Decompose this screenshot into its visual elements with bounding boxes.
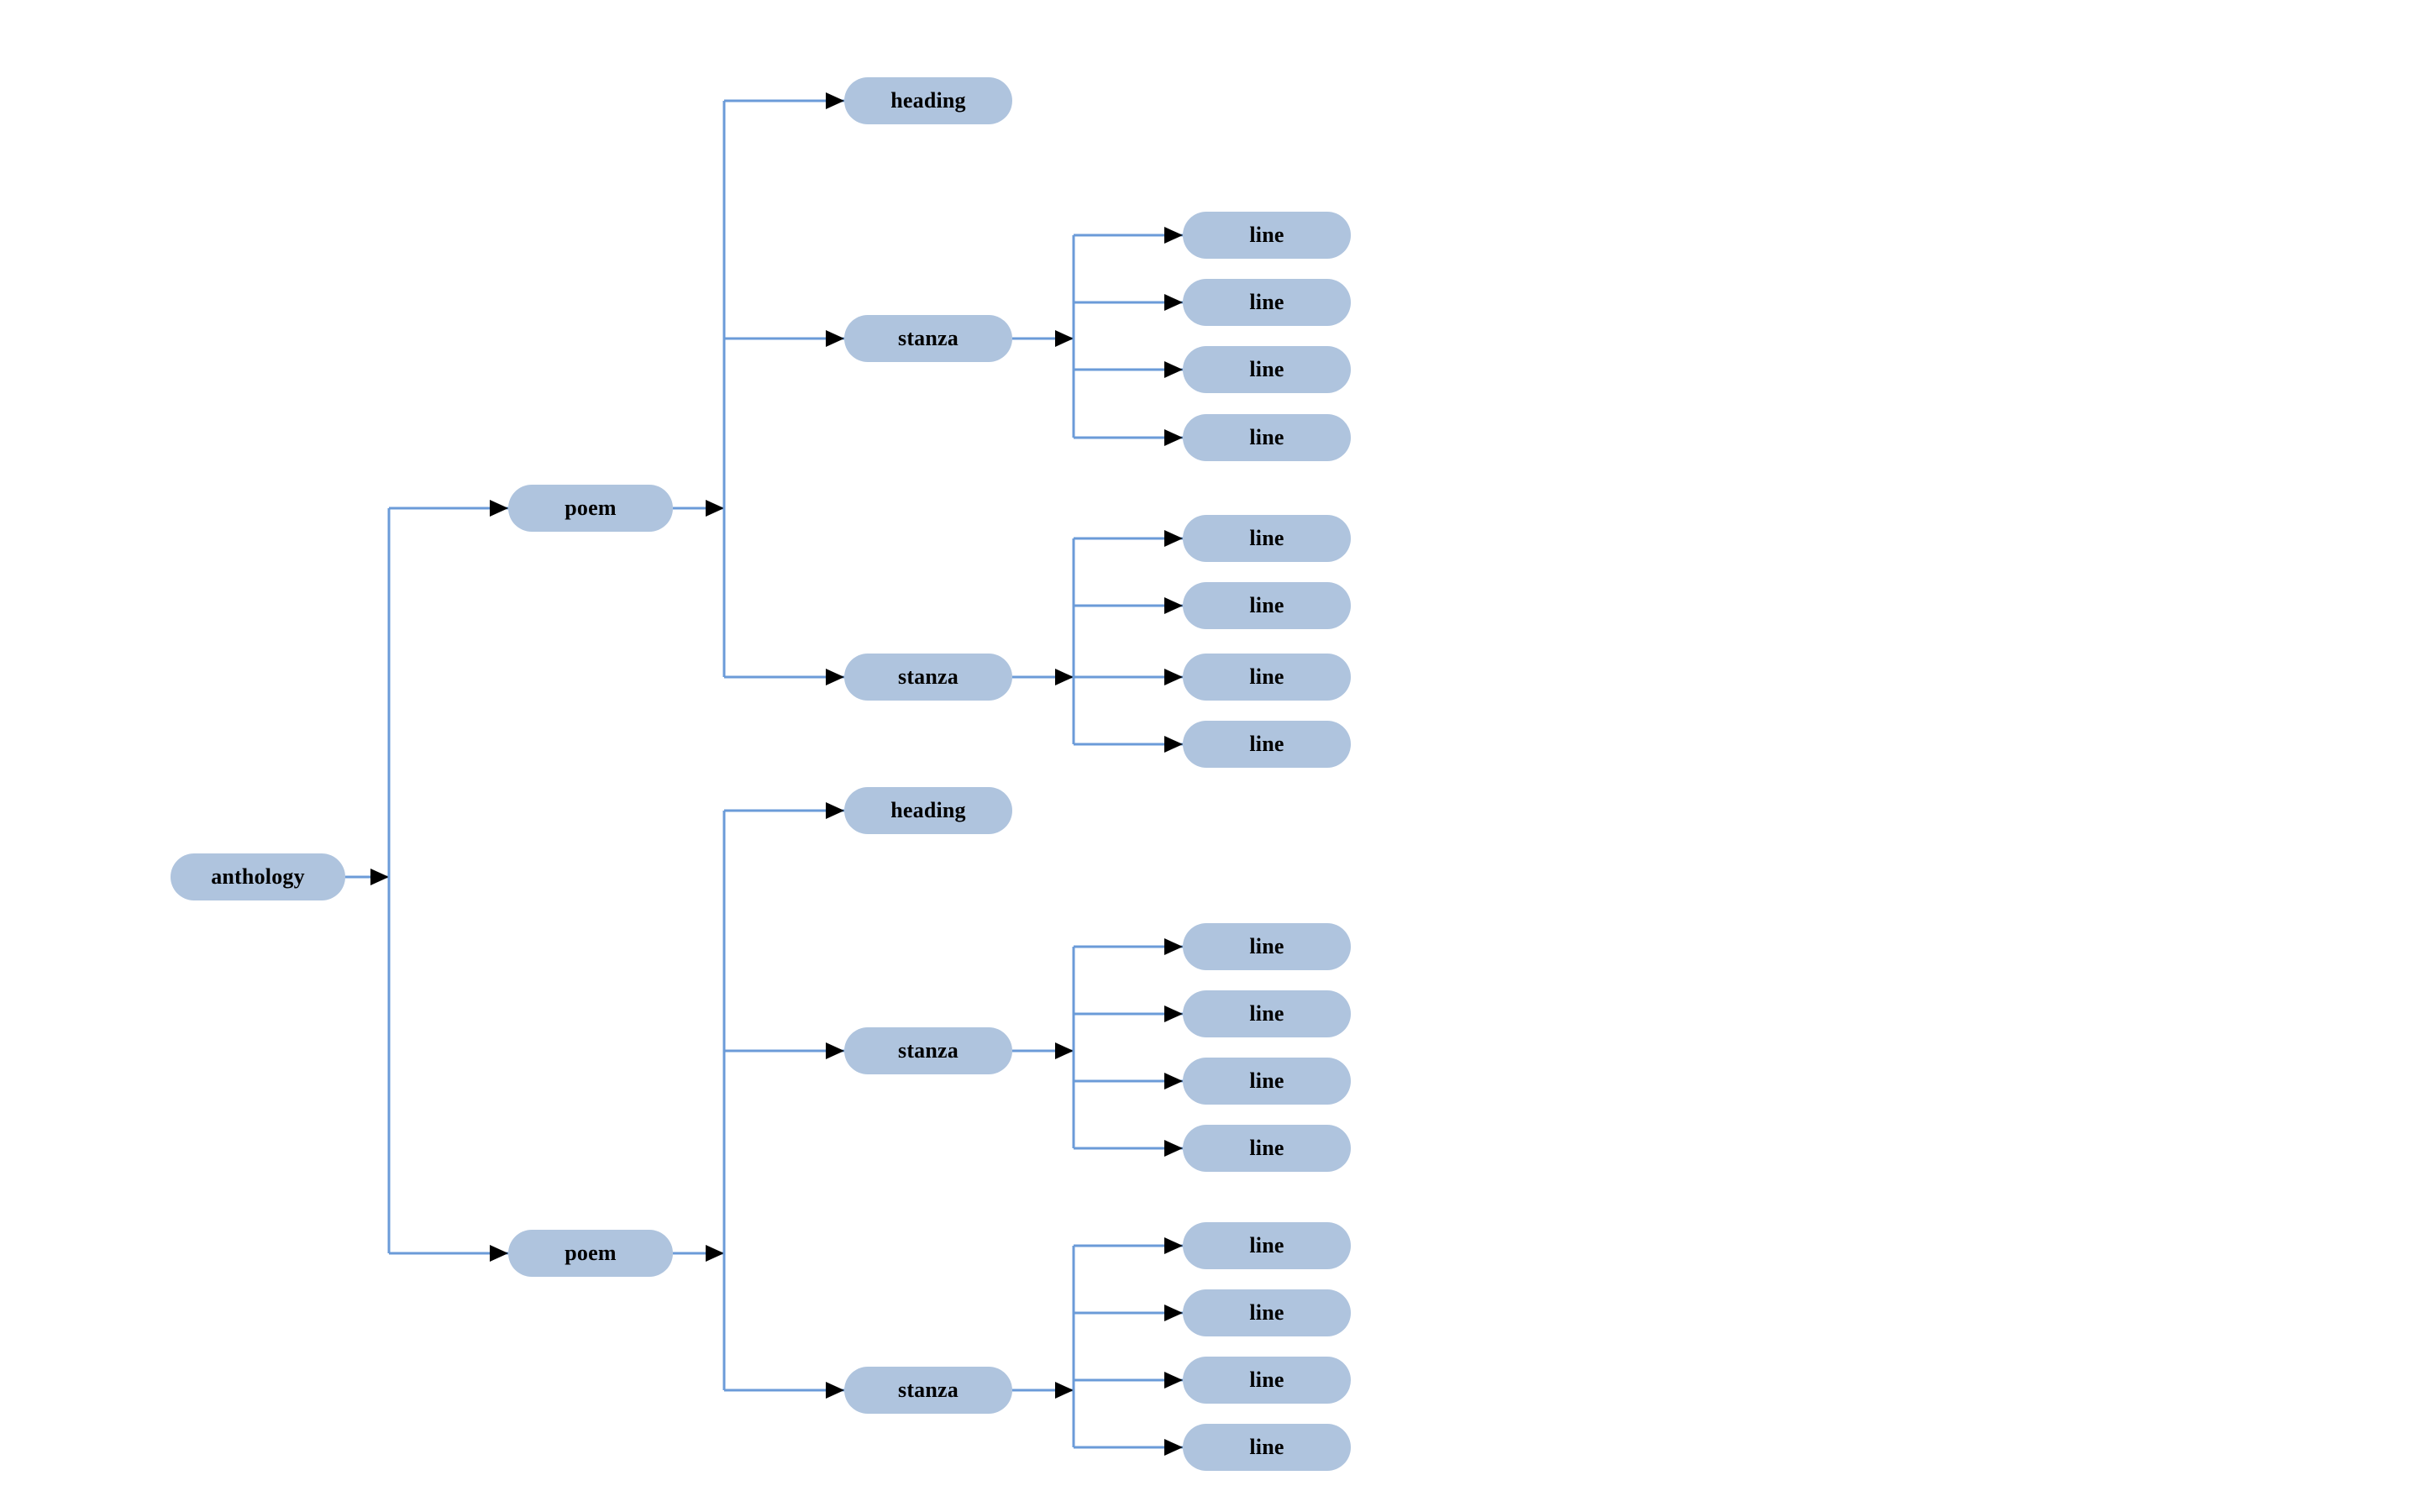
node-label-p1s2-line4: line: [1249, 732, 1284, 756]
edge-arrowhead-6-1: [1164, 1305, 1183, 1321]
node-label-p1s1-line1: line: [1249, 223, 1284, 247]
edge-stub-arrow-5: [1055, 1042, 1074, 1059]
edge-stub-arrow-6: [1055, 1382, 1074, 1399]
edge-arrowhead-3-3: [1164, 429, 1183, 446]
edge-arrowhead-5-0: [1164, 938, 1183, 955]
edge-stub-arrow-3: [1055, 330, 1074, 347]
node-label-poem2: poem: [565, 1241, 617, 1265]
node-poem2[interactable]: poem: [508, 1230, 673, 1277]
node-p2s2-line3[interactable]: line: [1183, 1357, 1351, 1404]
node-label-p1s1-line2: line: [1249, 290, 1284, 314]
edge-arrowhead-2-1: [826, 1042, 844, 1059]
edge-arrowhead-3-2: [1164, 361, 1183, 378]
node-label-anthology: anthology: [211, 864, 305, 889]
node-poem1[interactable]: poem: [508, 485, 673, 532]
node-p2s2-line2[interactable]: line: [1183, 1289, 1351, 1336]
node-p1-stanza1[interactable]: stanza: [844, 315, 1012, 362]
node-label-p2s1-line2: line: [1249, 1001, 1284, 1026]
edge-arrowhead-2-0: [826, 802, 844, 819]
edge-arrowhead-6-2: [1164, 1372, 1183, 1389]
edge-arrowhead-1-2: [826, 669, 844, 685]
node-p2s2-line1[interactable]: line: [1183, 1222, 1351, 1269]
node-label-p2s2-line2: line: [1249, 1300, 1284, 1325]
edge-arrowhead-3-1: [1164, 294, 1183, 311]
node-p1s2-line3[interactable]: line: [1183, 654, 1351, 701]
node-label-p2s1-line4: line: [1249, 1136, 1284, 1160]
node-label-p1s2-line3: line: [1249, 664, 1284, 689]
edge-arrowhead-1-0: [826, 92, 844, 109]
node-label-p2s1-line3: line: [1249, 1068, 1284, 1093]
node-p1-stanza2[interactable]: stanza: [844, 654, 1012, 701]
edge-stub-arrow-2: [706, 1245, 724, 1262]
node-p1-heading[interactable]: heading: [844, 77, 1012, 124]
edge-arrowhead-5-3: [1164, 1140, 1183, 1157]
edge-arrowhead-4-1: [1164, 597, 1183, 614]
node-p1s1-line3[interactable]: line: [1183, 346, 1351, 393]
node-p2-stanza2[interactable]: stanza: [844, 1367, 1012, 1414]
edge-arrowhead-2-2: [826, 1382, 844, 1399]
edge-arrowhead-6-3: [1164, 1439, 1183, 1456]
node-p1s2-line1[interactable]: line: [1183, 515, 1351, 562]
edge-stub-arrow-4: [1055, 669, 1074, 685]
edge-arrowhead-4-0: [1164, 530, 1183, 547]
edge-arrowhead-4-3: [1164, 736, 1183, 753]
node-label-p2s2-line3: line: [1249, 1368, 1284, 1392]
node-p2s1-line4[interactable]: line: [1183, 1125, 1351, 1172]
node-p2-stanza1[interactable]: stanza: [844, 1027, 1012, 1074]
edge-stub-arrow-1: [706, 500, 724, 517]
edge-arrowhead-6-0: [1164, 1237, 1183, 1254]
node-label-p1-stanza1: stanza: [898, 326, 959, 350]
node-label-p1-heading: heading: [890, 88, 966, 113]
node-label-p1s1-line3: line: [1249, 357, 1284, 381]
node-label-p1-stanza2: stanza: [898, 664, 959, 689]
edge-arrowhead-0-0: [490, 500, 508, 517]
node-label-p2-stanza2: stanza: [898, 1378, 959, 1402]
edge-arrowhead-3-0: [1164, 227, 1183, 244]
node-p2s1-line2[interactable]: line: [1183, 990, 1351, 1037]
node-p2s1-line1[interactable]: line: [1183, 923, 1351, 970]
edge-arrowhead-5-2: [1164, 1073, 1183, 1089]
edge-arrowhead-4-2: [1164, 669, 1183, 685]
edge-arrowhead-1-1: [826, 330, 844, 347]
node-label-p2s2-line4: line: [1249, 1435, 1284, 1459]
node-p1s1-line2[interactable]: line: [1183, 279, 1351, 326]
node-label-p2-stanza1: stanza: [898, 1038, 959, 1063]
node-p2-heading[interactable]: heading: [844, 787, 1012, 834]
node-anthology[interactable]: anthology: [171, 853, 345, 900]
node-p1s1-line4[interactable]: line: [1183, 414, 1351, 461]
node-label-p2s2-line1: line: [1249, 1233, 1284, 1257]
node-label-p2-heading: heading: [890, 798, 966, 822]
node-p2s1-line3[interactable]: line: [1183, 1058, 1351, 1105]
edge-stub-arrow-0: [370, 869, 389, 885]
node-label-p1s2-line1: line: [1249, 526, 1284, 550]
edge-arrowhead-0-1: [490, 1245, 508, 1262]
node-p1s1-line1[interactable]: line: [1183, 212, 1351, 259]
node-label-p1s2-line2: line: [1249, 593, 1284, 617]
node-label-poem1: poem: [565, 496, 617, 520]
node-p2s2-line4[interactable]: line: [1183, 1424, 1351, 1471]
node-p1s2-line4[interactable]: line: [1183, 721, 1351, 768]
node-label-p2s1-line1: line: [1249, 934, 1284, 958]
node-label-p1s1-line4: line: [1249, 425, 1284, 449]
node-p1s2-line2[interactable]: line: [1183, 582, 1351, 629]
edge-arrowhead-5-1: [1164, 1005, 1183, 1022]
